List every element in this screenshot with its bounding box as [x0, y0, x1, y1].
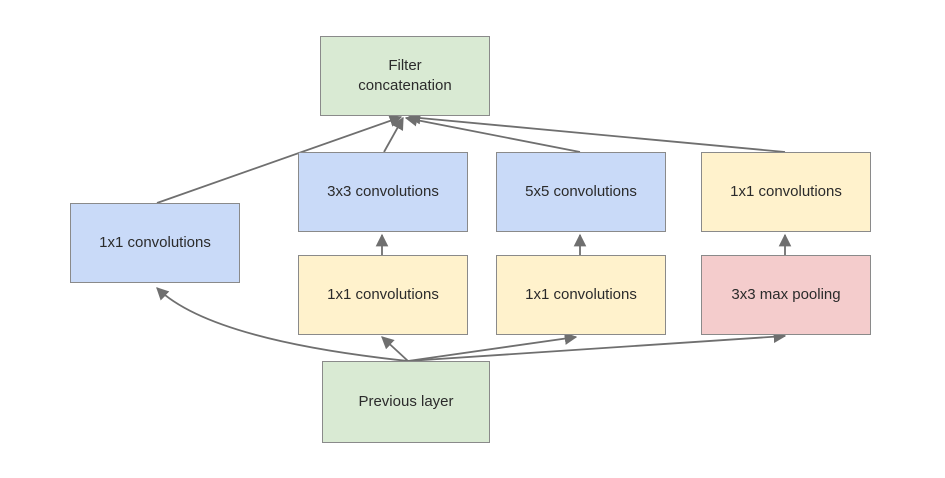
conv-3x3-node: 3x3 convolutions [298, 152, 468, 232]
edge-prev-to-1x1-left [156, 287, 409, 362]
conv-1x1-branch-label: 1x1 convolutions [99, 233, 211, 251]
reduce-5x5-label: 1x1 convolutions [525, 285, 637, 303]
edge-1x1-left-to-concat [156, 114, 403, 204]
edge-conv-3x3-to-concat [383, 116, 404, 153]
pool-projection-conv-node: 1x1 convolutions [701, 152, 871, 232]
previous-layer-label: Previous layer [358, 392, 454, 410]
conv-5x5-node: 5x5 convolutions [496, 152, 666, 232]
edge-prev-to-reduce-5x5 [407, 332, 578, 362]
max-pooling-label: 3x3 max pooling [731, 285, 841, 303]
reduce-5x5-node: 1x1 convolutions [496, 255, 666, 335]
filter-concatenation-label: Filter concatenation [358, 56, 452, 94]
conv-1x1-branch-node: 1x1 convolutions [70, 203, 240, 283]
reduce-3x3-node: 1x1 convolutions [298, 255, 468, 335]
previous-layer-node: Previous layer [322, 361, 490, 443]
pool-projection-conv-label: 1x1 convolutions [730, 182, 842, 200]
filter-concatenation-node: Filter concatenation [320, 36, 490, 116]
conv-3x3-label: 3x3 convolutions [327, 182, 439, 200]
max-pooling-node: 3x3 max pooling [701, 255, 871, 335]
edge-conv-5x5-to-concat [404, 113, 581, 153]
edge-prev-to-max-pool [407, 330, 787, 362]
edge-conv-1x1-pool-to-concat [407, 111, 786, 153]
conv-5x5-label: 5x5 convolutions [525, 182, 637, 200]
edge-prev-to-reduce-3x3 [381, 336, 409, 362]
reduce-3x3-label: 1x1 convolutions [327, 285, 439, 303]
